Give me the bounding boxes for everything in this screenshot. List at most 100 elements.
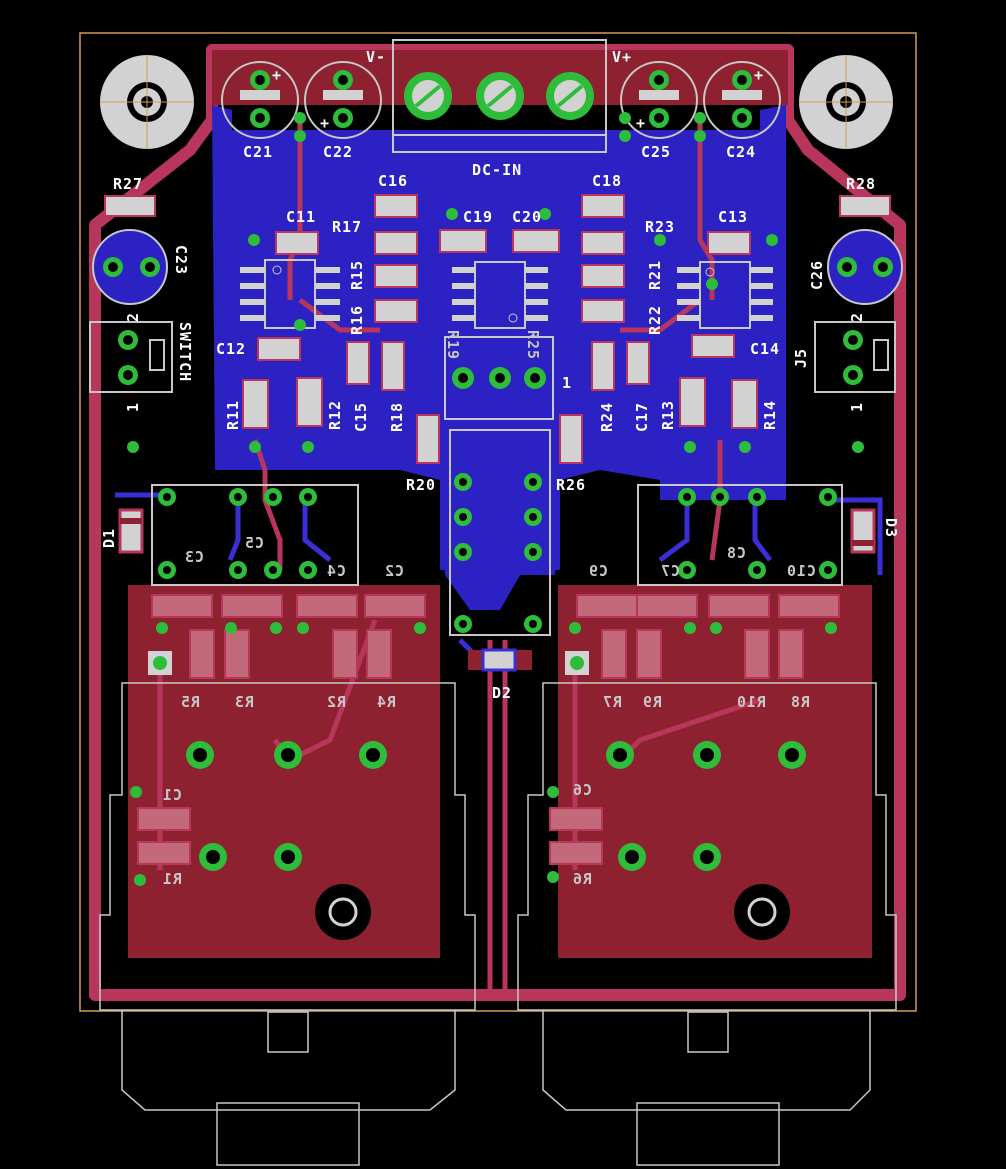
label-c26: C26 (808, 260, 826, 290)
r28-pads (839, 195, 891, 217)
r27-pads (104, 195, 156, 217)
label-r13: R13 (659, 400, 677, 430)
xlr-pins (148, 651, 806, 871)
smd-pads-upper (257, 194, 751, 361)
label-plus-c21: + (272, 66, 282, 84)
smd-vertical-row (242, 341, 758, 464)
label-pin1-switch: 1 (124, 402, 142, 412)
label-c20: C20 (512, 208, 542, 226)
label-d2: D2 (492, 684, 512, 702)
label-d1: D1 (100, 528, 118, 548)
label-r3: R3 (234, 693, 254, 711)
label-pin2-j5: 2 (848, 312, 866, 322)
label-r21: R21 (646, 260, 664, 290)
cap-c24 (703, 61, 781, 139)
center-component (444, 336, 554, 636)
j5-connector (814, 321, 896, 393)
label-c1: C1 (162, 786, 182, 804)
label-c12: C12 (216, 340, 246, 358)
label-c22: C22 (323, 143, 353, 161)
label-c6: C6 (572, 781, 592, 799)
label-c3: C3 (184, 548, 204, 566)
cap-c25 (620, 61, 698, 139)
label-vplus: V+ (612, 48, 632, 66)
label-c21: C21 (243, 143, 273, 161)
label-c16: C16 (378, 172, 408, 190)
label-c7: C7 (660, 562, 680, 580)
cap-c26 (827, 229, 903, 305)
label-r22: R22 (646, 305, 664, 335)
label-r1: R1 (162, 870, 182, 888)
label-r18: R18 (388, 402, 406, 432)
label-c15: C15 (352, 402, 370, 432)
label-r6: R6 (572, 870, 592, 888)
label-c23: C23 (172, 245, 190, 275)
label-r12: R12 (326, 400, 344, 430)
ic-u-right (677, 261, 773, 329)
label-r16: R16 (348, 305, 366, 335)
mounting-hole-left (100, 55, 194, 149)
label-plus-c22: + (320, 114, 330, 132)
label-r10: R10 (736, 693, 766, 711)
label-r14: R14 (761, 400, 779, 430)
label-c11: C11 (286, 208, 316, 226)
label-plus-c25: + (636, 114, 646, 132)
label-r20: R20 (406, 476, 436, 494)
label-r5: R5 (180, 693, 200, 711)
relay-right (637, 484, 843, 586)
label-plus-c24: + (754, 66, 764, 84)
label-c18: C18 (592, 172, 622, 190)
label-c5: C5 (244, 534, 264, 552)
label-c9: C9 (588, 562, 608, 580)
label-c13: C13 (718, 208, 748, 226)
label-r26: R26 (556, 476, 586, 494)
bottom-traces (115, 492, 883, 662)
label-r4: R4 (376, 693, 396, 711)
label-pin2-switch: 2 (124, 312, 142, 322)
diode-d2 (468, 648, 532, 672)
diode-d3 (850, 508, 876, 554)
bottom-copper-pour (212, 105, 786, 610)
label-r23: R23 (645, 218, 675, 236)
diode-d1 (118, 508, 144, 554)
label-dcin: DC-IN (472, 161, 522, 179)
label-switch: SWITCH (176, 322, 194, 382)
label-ic-pin1: 1 (562, 374, 572, 392)
ic-u-left (240, 259, 340, 329)
label-r15: R15 (348, 260, 366, 290)
vias (127, 112, 864, 886)
ic-u-center (452, 261, 548, 329)
xlr-jack-right (517, 682, 897, 1166)
label-c24: C24 (726, 143, 756, 161)
label-c4: C4 (326, 562, 346, 580)
label-vminus: V- (366, 48, 386, 66)
relay-left (151, 484, 359, 586)
label-r27: R27 (113, 175, 143, 193)
dc-in-terminal (392, 39, 607, 153)
label-r28: R28 (846, 175, 876, 193)
board-outline (79, 32, 917, 1012)
label-c8: C8 (726, 544, 746, 562)
label-pin1-j5: 1 (848, 402, 866, 412)
label-r2: R2 (326, 693, 346, 711)
cap-c21 (221, 61, 299, 139)
switch-connector (89, 321, 173, 393)
label-c14: C14 (750, 340, 780, 358)
label-r9: R9 (642, 693, 662, 711)
label-c25: C25 (641, 143, 671, 161)
label-r25: R25 (524, 330, 542, 360)
cap-c23 (92, 229, 168, 305)
label-r19: R19 (444, 330, 462, 360)
label-r7: R7 (602, 693, 622, 711)
smd-lower-pads (137, 594, 840, 865)
label-r24: R24 (598, 402, 616, 432)
top-copper-pour-left (128, 585, 440, 958)
label-r11: R11 (224, 400, 242, 430)
cap-c22 (304, 61, 382, 139)
label-j5: J5 (792, 348, 810, 368)
mounting-hole-right (799, 55, 893, 149)
label-d3: D3 (882, 518, 900, 538)
label-r8: R8 (790, 693, 810, 711)
label-r17: R17 (332, 218, 362, 236)
